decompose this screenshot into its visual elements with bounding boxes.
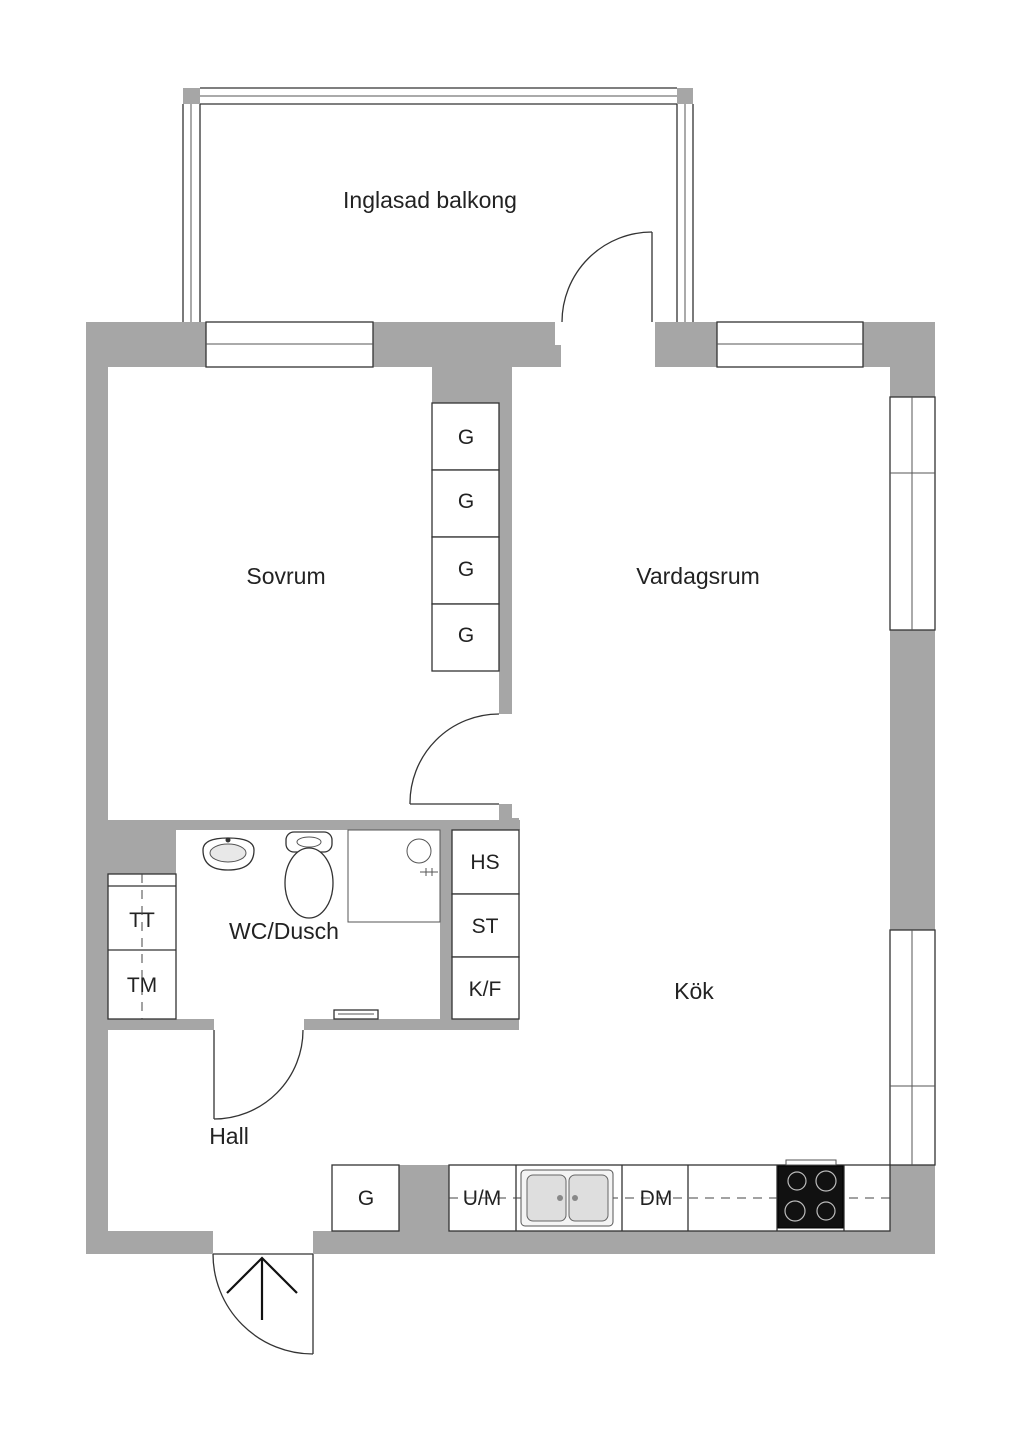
room-label-bathroom: WC/Dusch: [229, 918, 339, 944]
room-label-living-room: Vardagsrum: [636, 563, 760, 589]
tall-cabinets: HS ST K/F: [451, 829, 520, 1020]
dishwasher-label: DM: [640, 1187, 673, 1210]
bedroom-door: [409, 713, 500, 805]
bathroom-fixtures: [202, 829, 441, 1020]
kitchen-counter: U/M DM: [448, 1159, 891, 1232]
entrance-arrow-icon: [226, 1256, 298, 1320]
washing-machine-label: TM: [127, 974, 157, 997]
balcony: [182, 87, 694, 323]
walls: [86, 322, 935, 1254]
wardrobe-label: G: [458, 558, 474, 581]
stove-icon: [777, 1159, 844, 1229]
microwave-label: U/M: [463, 1187, 502, 1210]
wardrobe-label: G: [458, 426, 474, 449]
room-label-hall: Hall: [209, 1123, 249, 1149]
kitchen-sink-icon: [520, 1169, 614, 1227]
hs-label: HS: [470, 851, 499, 874]
wardrobe-label: G: [358, 1187, 374, 1210]
toilet-icon: [284, 831, 334, 919]
wardrobe-label: G: [458, 490, 474, 513]
fridge-freezer-label: K/F: [469, 978, 502, 1001]
st-label: ST: [472, 915, 499, 938]
shower-icon: [347, 829, 441, 923]
balcony-door-swing: [561, 231, 653, 323]
room-label-balcony: Inglasad balkong: [343, 187, 517, 213]
wardrobe-label: G: [458, 624, 474, 647]
room-label-kitchen: Kök: [674, 978, 714, 1004]
laundry-units: TT TM: [107, 873, 177, 1020]
windows: [205, 321, 936, 1166]
entrance-door: [212, 1253, 314, 1355]
bathroom-door: [213, 1029, 304, 1120]
sink-icon: [202, 837, 255, 871]
bedroom-wardrobes: G G G G: [431, 402, 500, 672]
tumble-dryer-label: TT: [129, 909, 155, 932]
hall-wardrobe: G: [331, 1164, 400, 1232]
room-label-bedroom: Sovrum: [246, 563, 325, 589]
